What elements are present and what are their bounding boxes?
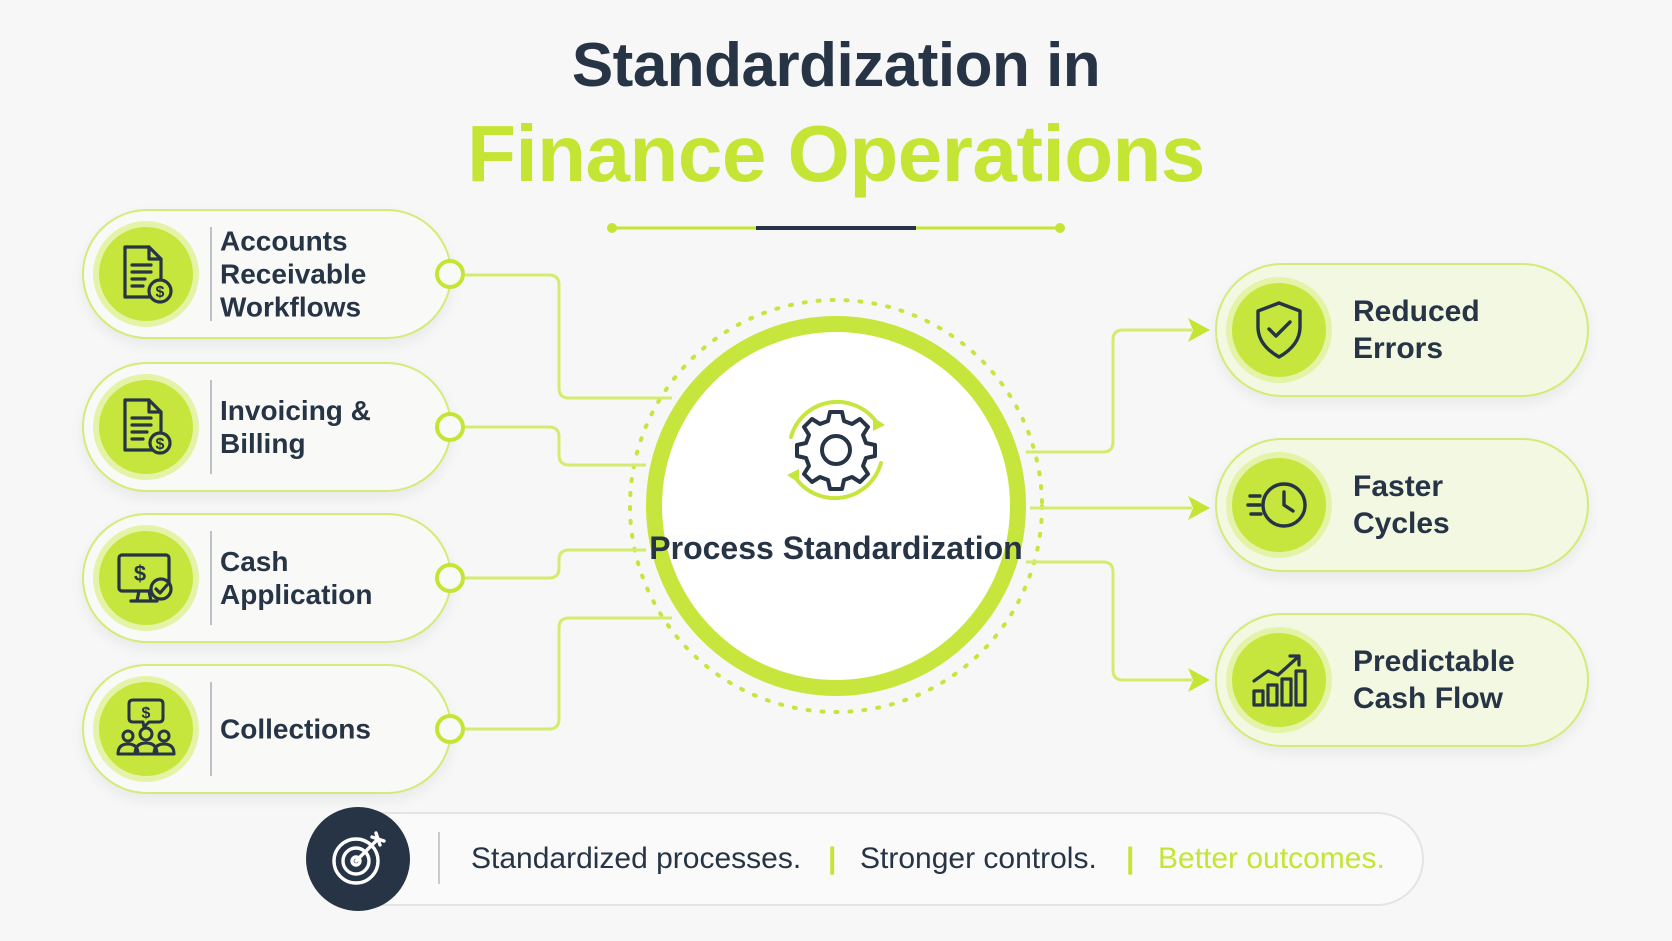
outcome-label: Reduced Errors (1353, 295, 1480, 365)
outcome-arrowheads (1188, 318, 1210, 692)
hub-label: Process Standardization (649, 530, 1023, 566)
input-label: Cash Application (220, 546, 373, 610)
fast-clock-icon (1226, 452, 1332, 558)
outcome-faster-cycles: Faster Cycles (1215, 438, 1589, 572)
tagline-bar (322, 812, 1424, 906)
input-cash-application: $ Cash Application (82, 513, 465, 643)
svg-text:$: $ (134, 561, 146, 586)
input-invoicing-billing: $ Invoicing & Billing (82, 362, 465, 492)
growth-chart-icon (1226, 627, 1332, 733)
input-label: Invoicing & Billing (220, 395, 371, 459)
outcome-reduced-errors: Reduced Errors (1215, 263, 1589, 397)
outcome-label: Predictable Cash Flow (1353, 645, 1515, 715)
tagline-separator: | (828, 842, 837, 875)
svg-text:$: $ (156, 284, 165, 301)
outcome-label: Faster Cycles (1353, 470, 1450, 540)
document-dollar-icon: $ (93, 221, 199, 327)
tagline-separator: | (1126, 842, 1135, 875)
input-label: Accounts Receivable Workflows (220, 225, 367, 323)
input-label: Collections (220, 713, 371, 745)
team-dollar-chat-icon: $ (93, 676, 199, 782)
title-underline (607, 223, 1065, 233)
gear-cycle-icon (761, 375, 911, 525)
tagline-part-2: Stronger controls. (860, 842, 1097, 875)
connector-port (435, 563, 465, 593)
hub-dotted-halo (628, 298, 1044, 714)
shield-check-icon (1226, 277, 1332, 383)
outcome-wires (1026, 328, 1192, 682)
input-accounts-receivable: $ Accounts Receivable Workflows (82, 209, 465, 339)
svg-text:$: $ (142, 705, 151, 722)
connector-port (435, 714, 465, 744)
monitor-dollar-check-icon: $ (93, 525, 199, 631)
title-line-1: Standardization in (571, 31, 1101, 100)
input-collections: $ Collections (82, 664, 465, 794)
tagline-part-1: Standardized processes. (471, 842, 802, 875)
target-icon (306, 807, 410, 911)
invoice-dollar-icon: $ (93, 374, 199, 480)
connector-port (435, 412, 465, 442)
outcome-predictable-cash-flow: Predictable Cash Flow (1215, 613, 1589, 747)
svg-text:$: $ (156, 436, 165, 453)
input-wires (465, 273, 672, 731)
tagline-part-3: Better outcomes. (1158, 842, 1385, 875)
connector-port (435, 259, 465, 289)
title-line-2: Finance Operations (467, 109, 1205, 198)
